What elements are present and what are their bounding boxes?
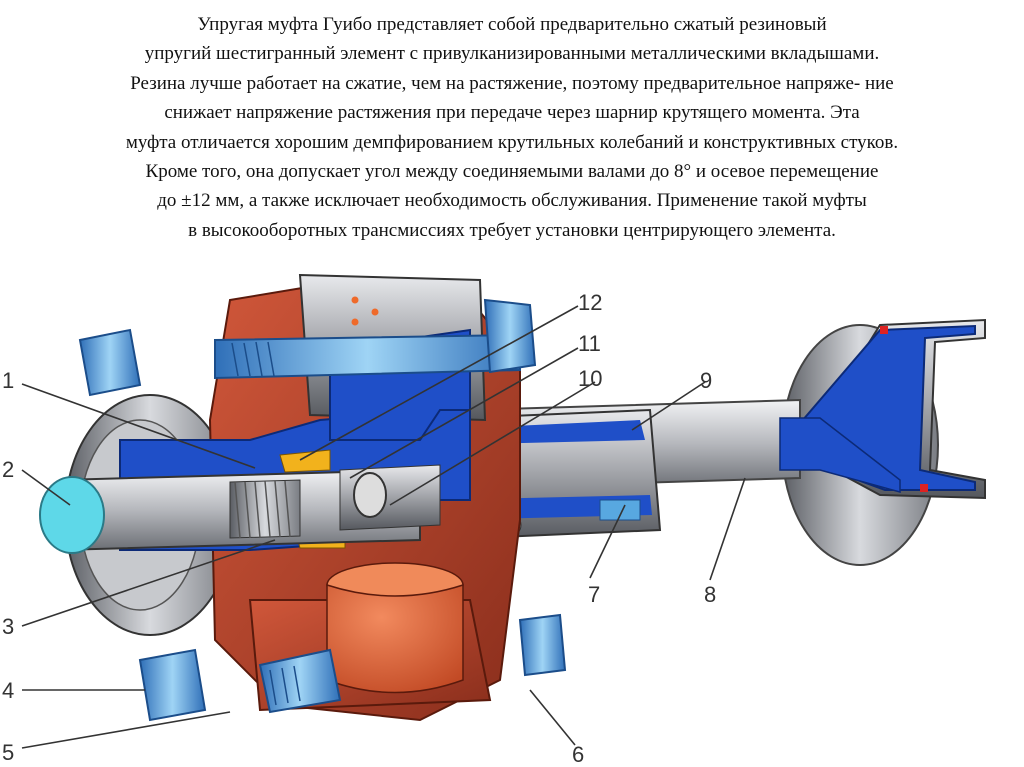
upper-bolt: [78, 298, 537, 397]
description-line: снижает напряжение растяжения при переда…: [164, 102, 860, 124]
description-line: упругий шестигранный элемент с привулкан…: [144, 43, 880, 65]
input-shaft: [39, 464, 441, 554]
description-text: Упругая муфта Гуибо представляет собой п…: [0, 10, 1024, 245]
callout-labels: 1 2 3 4 5 6 7 8 9 10 11 12: [2, 290, 716, 767]
callout-11: 11: [578, 331, 601, 356]
description-line: муфта отличается хорошим демпфированием …: [125, 131, 899, 153]
callout-5: 5: [2, 740, 14, 765]
description-line: Кроме того, она допускает угол между сое…: [145, 161, 879, 183]
callout-2: 2: [2, 457, 14, 482]
callout-9: 9: [700, 368, 712, 393]
description-line: Резина лучше работает на сжатие, чем на …: [130, 72, 894, 94]
callout-6: 6: [572, 742, 584, 767]
callout-3: 3: [2, 614, 14, 639]
callout-8: 8: [704, 582, 716, 607]
coupling-cutaway-diagram: 1 2 3 4 5 6 7 8 9 10 11 12: [2, 273, 986, 767]
callout-1: 1: [2, 368, 14, 393]
callout-10: 10: [578, 366, 602, 391]
callout-12: 12: [578, 290, 602, 315]
description-line: Упругая муфта Гуибо представляет собой п…: [197, 14, 827, 35]
leader-lines: [21, 305, 746, 749]
description-line: в высокооборотных трансмиссиях требует у…: [188, 219, 836, 241]
description-line: до ±12 мм, а также исключает необходимос…: [157, 190, 867, 212]
callout-4: 4: [2, 678, 14, 703]
lower-bolts: [138, 613, 567, 722]
callout-7: 7: [588, 582, 600, 607]
